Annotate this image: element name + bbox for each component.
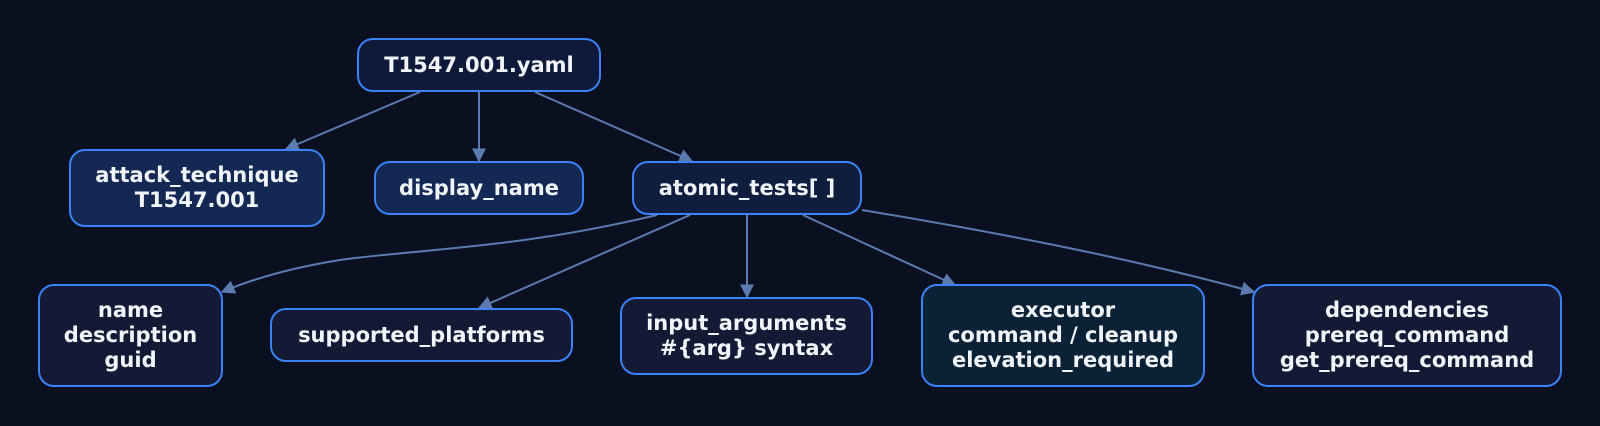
node-dependencies: dependencies prereq_command get_prereq_c… bbox=[1252, 284, 1562, 387]
node-executor: executor command / cleanup elevation_req… bbox=[921, 284, 1205, 387]
node-executor-line-1: executor bbox=[1010, 298, 1116, 322]
node-attack-technique-line-1: attack_technique bbox=[95, 163, 299, 187]
node-dependencies-line-1: dependencies bbox=[1324, 298, 1490, 322]
node-atomic-tests: atomic_tests[ ] bbox=[632, 161, 862, 215]
edge-atomic-tests-executor bbox=[802, 214, 957, 287]
edge-atomic-tests-supported-platforms bbox=[477, 214, 691, 310]
node-name-group-line-2: description bbox=[63, 323, 198, 347]
node-name-description-guid: name description guid bbox=[38, 284, 223, 387]
node-supported-platforms-line-1: supported_platforms bbox=[298, 322, 545, 347]
node-root-yaml: T1547.001.yaml bbox=[357, 38, 601, 92]
edge-root-attack-technique bbox=[284, 91, 421, 151]
node-root-line-1: T1547.001.yaml bbox=[384, 52, 574, 77]
node-dependencies-line-3: get_prereq_command bbox=[1279, 348, 1535, 372]
node-dependencies-line-2: prereq_command bbox=[1304, 323, 1510, 347]
node-attack-technique-line-2: T1547.001 bbox=[134, 188, 260, 212]
node-display-name-line-1: display_name bbox=[399, 175, 559, 200]
node-display-name: display_name bbox=[374, 161, 584, 215]
node-attack-technique: attack_technique T1547.001 bbox=[69, 149, 325, 227]
node-supported-platforms: supported_platforms bbox=[270, 308, 573, 362]
node-executor-line-2: command / cleanup bbox=[947, 323, 1179, 347]
node-name-group-line-3: guid bbox=[104, 348, 157, 372]
node-input-arguments-line-2: #{arg} syntax bbox=[659, 336, 834, 360]
edge-atomic-tests-name-group bbox=[220, 214, 658, 294]
node-atomic-tests-line-1: atomic_tests[ ] bbox=[658, 175, 836, 200]
node-input-arguments: input_arguments #{arg} syntax bbox=[620, 297, 873, 375]
edge-atomic-tests-dependencies bbox=[861, 209, 1256, 296]
edge-root-atomic-tests bbox=[534, 91, 694, 163]
node-executor-line-3: elevation_required bbox=[951, 348, 1175, 372]
node-name-group-line-1: name bbox=[97, 298, 164, 322]
node-input-arguments-line-1: input_arguments bbox=[646, 311, 847, 335]
